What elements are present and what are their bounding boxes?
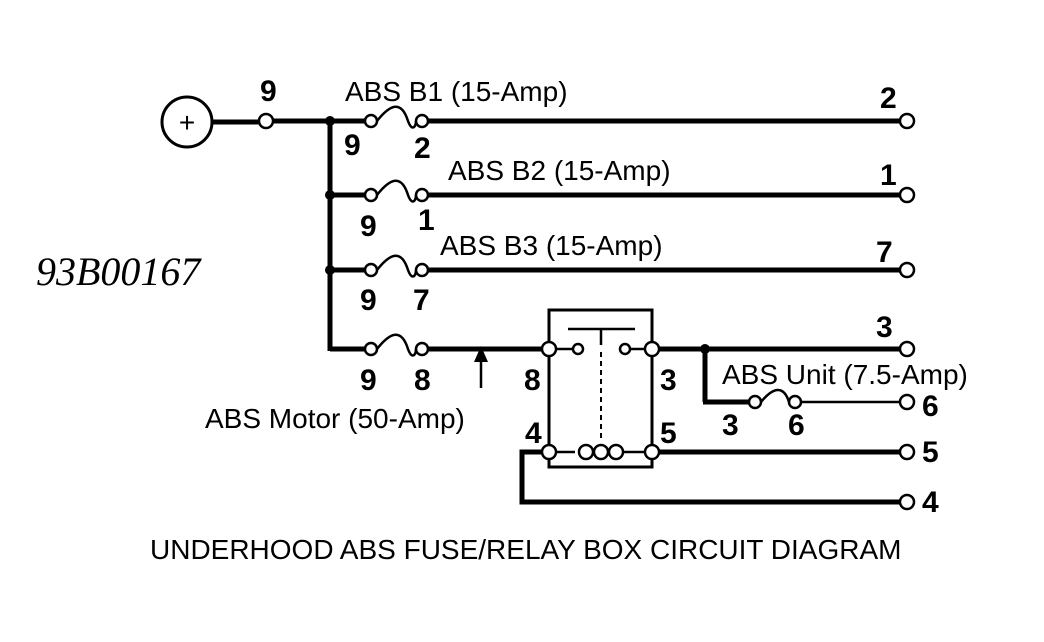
relay-pin-4: 4 [525, 417, 542, 450]
motor-output-terminal [898, 340, 916, 358]
fuse-label: ABS Motor (50-Amp) [205, 403, 465, 434]
fuse-out-pin: 2 [414, 132, 431, 165]
fuse-label: ABS B1 (15-Amp) [345, 76, 568, 107]
coil-output-terminal [898, 443, 916, 461]
fuse-in-pin: 9 [360, 364, 377, 397]
fuse-label: ABS B3 (15-Amp) [440, 230, 663, 261]
battery-positive-symbol: + [160, 95, 214, 149]
coil-ground-terminal [898, 493, 916, 511]
fuse-out-pin: 1 [418, 204, 435, 237]
fuse-in-pin: 9 [360, 210, 377, 243]
coil-ground-wire [519, 449, 900, 505]
fuse-in-pin: 9 [344, 129, 361, 162]
source-terminal-label: 9 [260, 75, 277, 108]
output-pin: 2 [880, 82, 897, 115]
fuse-in-pin: 3 [722, 409, 739, 442]
source-terminal [257, 112, 275, 130]
coil-output-pin: 5 [922, 436, 939, 469]
positive-sign: + [179, 107, 195, 138]
current-arrow [474, 346, 488, 388]
coil-ground-pin: 4 [922, 486, 939, 519]
fuse-abs-b2: ABS B2 (15-Amp) 9 1 1 [330, 155, 916, 243]
relay-pin-5: 5 [660, 417, 677, 450]
relay-pin-8: 8 [524, 364, 541, 397]
fuse-abs-b1: ABS B1 (15-Amp) 9 2 2 [330, 76, 916, 165]
output-pin: 7 [876, 236, 893, 269]
fuse-out-pin: 6 [788, 409, 805, 442]
fuse-out-pin: 8 [414, 364, 431, 397]
figure-id: 93B00167 [36, 249, 202, 294]
fuse-abs-b3: ABS B3 (15-Amp) 9 7 7 [330, 230, 916, 317]
fuse-abs-motor: 9 8 ABS Motor (50-Amp) [205, 333, 542, 434]
relay-pin-3: 3 [660, 364, 677, 397]
output-pin: 1 [880, 159, 897, 192]
fuse-label: ABS Unit (7.5-Amp) [722, 359, 968, 390]
fuse-in-pin: 9 [360, 284, 377, 317]
fuse-label: ABS B2 (15-Amp) [448, 155, 671, 186]
motor-output-pin: 3 [876, 311, 893, 344]
fuse-out-pin: 7 [413, 284, 430, 317]
fuse-abs-unit: ABS Unit (7.5-Amp) 3 6 6 [702, 349, 968, 442]
diagram-caption: UNDERHOOD ABS FUSE/RELAY BOX CIRCUIT DIA… [150, 534, 901, 565]
unit-output-pin: 6 [922, 390, 939, 423]
relay: 8 3 4 5 [524, 308, 677, 469]
